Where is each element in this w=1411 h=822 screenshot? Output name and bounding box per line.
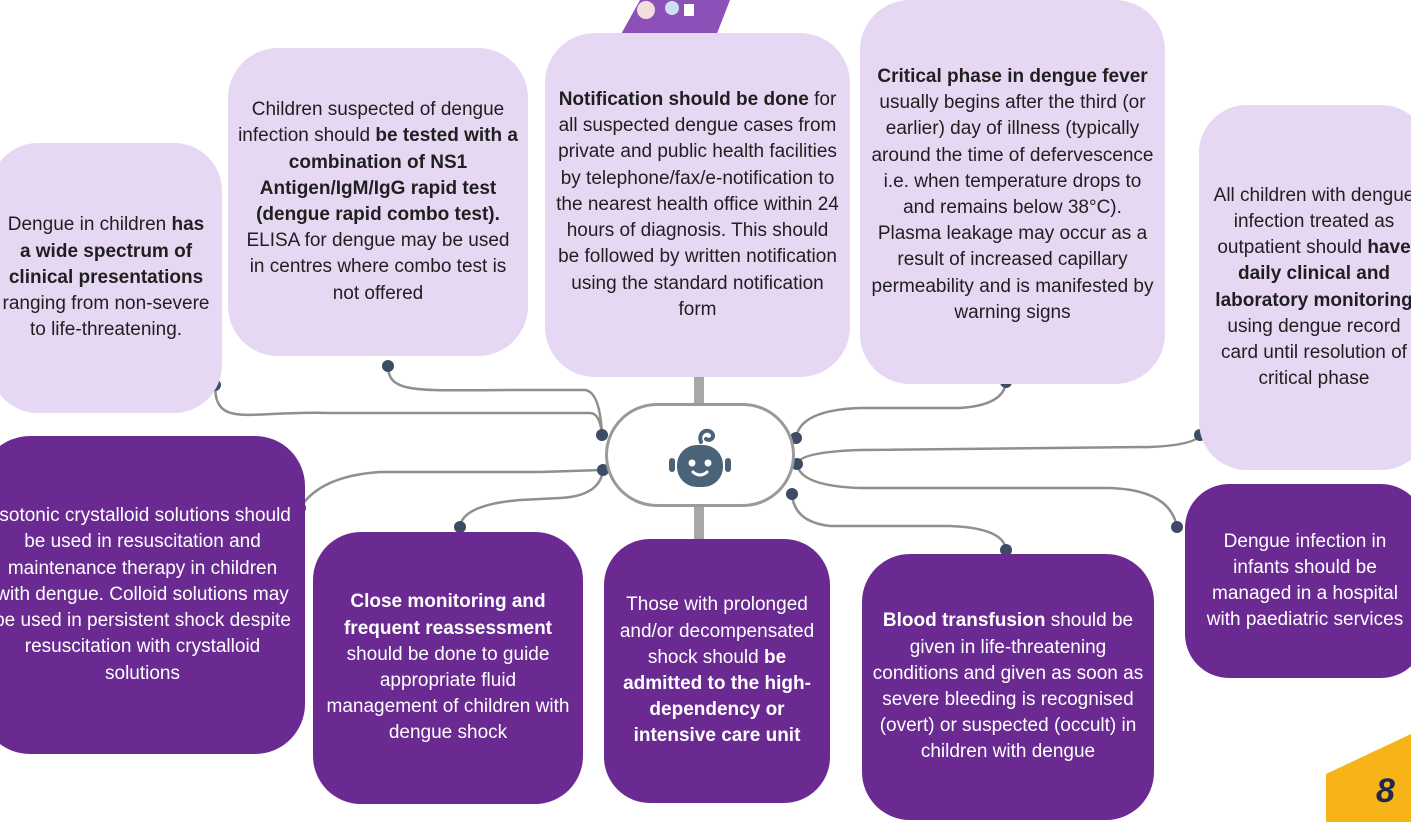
bold-text-run: have daily clinical and laboratory monit… (1215, 237, 1411, 311)
box-text: Critical phase in dengue fever usually b… (870, 64, 1155, 326)
box-text: All children with dengue infection treat… (1209, 183, 1411, 393)
box-notification: Notification should be done for all susp… (545, 33, 850, 377)
text-run: Dengue in children (7, 214, 172, 236)
box-text: Notification should be done for all susp… (555, 87, 840, 323)
box-high-dependency: Those with prolonged and/or decompensate… (604, 539, 830, 803)
text-run: ELISA for dengue may be used in centres … (246, 230, 510, 304)
cropped-illustration (620, 0, 730, 36)
box-text: Isotonic crystalloid solutions should be… (0, 503, 295, 687)
baby-face-icon (669, 428, 731, 487)
text-run: Isotonic crystalloid solutions should be… (0, 505, 291, 684)
box-rapid-combo-test: Children suspected of dengue infection s… (228, 48, 528, 356)
box-text: Dengue infection in infants should be ma… (1195, 529, 1411, 634)
text-run: usually begins after the third (or earli… (871, 92, 1154, 323)
text-run: Those with prolonged and/or decompensate… (619, 594, 815, 668)
text-run: using dengue record card until resolutio… (1221, 315, 1407, 390)
bold-text-run: be admitted to the high-dependency or in… (623, 646, 811, 747)
box-text: Those with prolonged and/or decompensate… (614, 592, 820, 749)
box-close-monitoring: Close monitoring and frequent reassessme… (313, 532, 583, 804)
bold-text-run: Close monitoring and frequent reassessme… (343, 591, 553, 639)
bold-text-run: has a wide spectrum of clinical presenta… (8, 214, 205, 288)
text-run: All children with dengue infection treat… (1213, 184, 1411, 259)
box-infants-hospital: Dengue infection in infants should be ma… (1185, 484, 1411, 678)
box-text: Close monitoring and frequent reassessme… (323, 589, 573, 746)
text-run: should be given in life-threatening cond… (872, 610, 1144, 763)
bold-text-run: Notification should be done (558, 89, 809, 111)
text-run: for all suspected dengue cases from priv… (556, 89, 839, 320)
page-tab-shape (1326, 734, 1411, 822)
box-critical-phase: Critical phase in dengue fever usually b… (860, 0, 1165, 384)
text-run: ranging from non-severe to life-threaten… (2, 293, 210, 341)
page-number: 8 (1376, 772, 1395, 810)
bold-text-run: Critical phase in dengue fever (877, 65, 1148, 87)
box-text: Children suspected of dengue infection s… (238, 97, 518, 307)
text-run: Children suspected of dengue infection s… (238, 99, 505, 147)
box-text: Blood transfusion should be given in lif… (872, 608, 1144, 765)
box-outpatient-monitoring: All children with dengue infection treat… (1199, 105, 1411, 470)
box-wide-spectrum: Dengue in children has a wide spectrum o… (0, 143, 222, 413)
text-run: should be done to guide appropriate flui… (326, 643, 570, 744)
box-text: Dengue in children has a wide spectrum o… (0, 212, 212, 343)
bold-text-run: Blood transfusion (882, 610, 1046, 632)
bold-text-run: be tested with a combination of NS1 Anti… (256, 125, 518, 225)
box-blood-transfusion: Blood transfusion should be given in lif… (862, 554, 1154, 820)
box-crystalloid-solutions: Isotonic crystalloid solutions should be… (0, 436, 305, 754)
text-run: Dengue infection in infants should be ma… (1206, 530, 1404, 631)
